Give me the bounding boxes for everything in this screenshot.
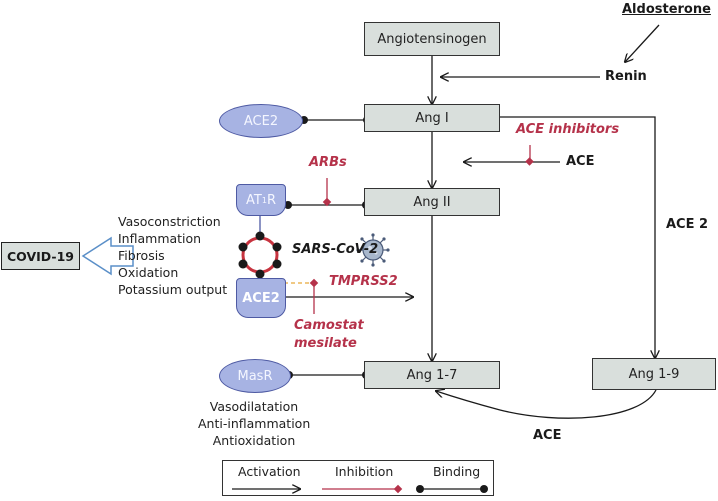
effect-item: Vasodilatation [209, 399, 299, 414]
mas-effects-list: Vasodilatation Anti-inflammation Antioxi… [198, 398, 310, 449]
at1r-subscript: 1 [261, 195, 267, 205]
effect-item: Antioxidation [212, 433, 296, 448]
virus-icon [356, 233, 390, 267]
legend-binding-label: Binding [433, 464, 481, 479]
sars-cov-2-label: SARS-CoV-2 [292, 242, 379, 257]
arbs-label: ARBs [309, 155, 347, 170]
masr-receptor: MasR [219, 359, 291, 393]
ace-inhibitors-label: ACE inhibitors [516, 122, 620, 137]
effect-item: Potassium output [118, 282, 228, 297]
ang1-box: Ang I [364, 104, 500, 132]
ang19-box: Ang 1-9 [592, 358, 716, 390]
effect-item: Inflammation [118, 231, 202, 246]
at1r-label-end: R [266, 192, 276, 208]
covid-19-box: COVID-19 [1, 242, 80, 270]
sars-cov-2-particle [238, 231, 282, 279]
at1-effects-list: Vasoconstriction Inflammation Fibrosis O… [118, 213, 227, 298]
legend-activation-label: Activation [238, 464, 301, 479]
camostat-label-line1: Camostat [294, 318, 364, 333]
legend: Activation Inhibition Binding [222, 460, 494, 496]
ace2-cell-receptor: ACE2 [236, 278, 286, 318]
ang17-box: Ang 1-7 [364, 361, 500, 389]
ace2-receptor: ACE2 [219, 104, 303, 138]
ace-inhibitor-diamond [525, 157, 534, 166]
legend-inhibition-label: Inhibition [335, 464, 394, 479]
effect-item: Fibrosis [118, 248, 165, 263]
effect-item: Oxidation [118, 265, 179, 280]
aldosterone-label: Aldosterone [622, 2, 711, 17]
ang1-to-ang19-path [500, 116, 655, 358]
ang2-box: Ang II [364, 188, 500, 216]
at1r-label: AT [246, 192, 262, 208]
tmprss2-label: TMPRSS2 [329, 274, 398, 289]
ace-bottom-label: ACE [533, 428, 562, 443]
aldosterone-to-renin-arrow [625, 24, 660, 62]
covid-hollow-arrow [81, 236, 134, 276]
ace2-enzyme-label: ACE 2 [666, 217, 709, 232]
angiotensinogen-box: Angiotensinogen [364, 22, 500, 56]
effect-item: Anti-inflammation [198, 416, 311, 431]
ace-label: ACE [566, 154, 595, 169]
renin-label: Renin [605, 69, 647, 84]
ang19-to-ang17-curve [436, 390, 657, 419]
effect-item: Vasoconstriction [118, 214, 221, 229]
camostat-label-line2: mesilate [294, 336, 357, 351]
